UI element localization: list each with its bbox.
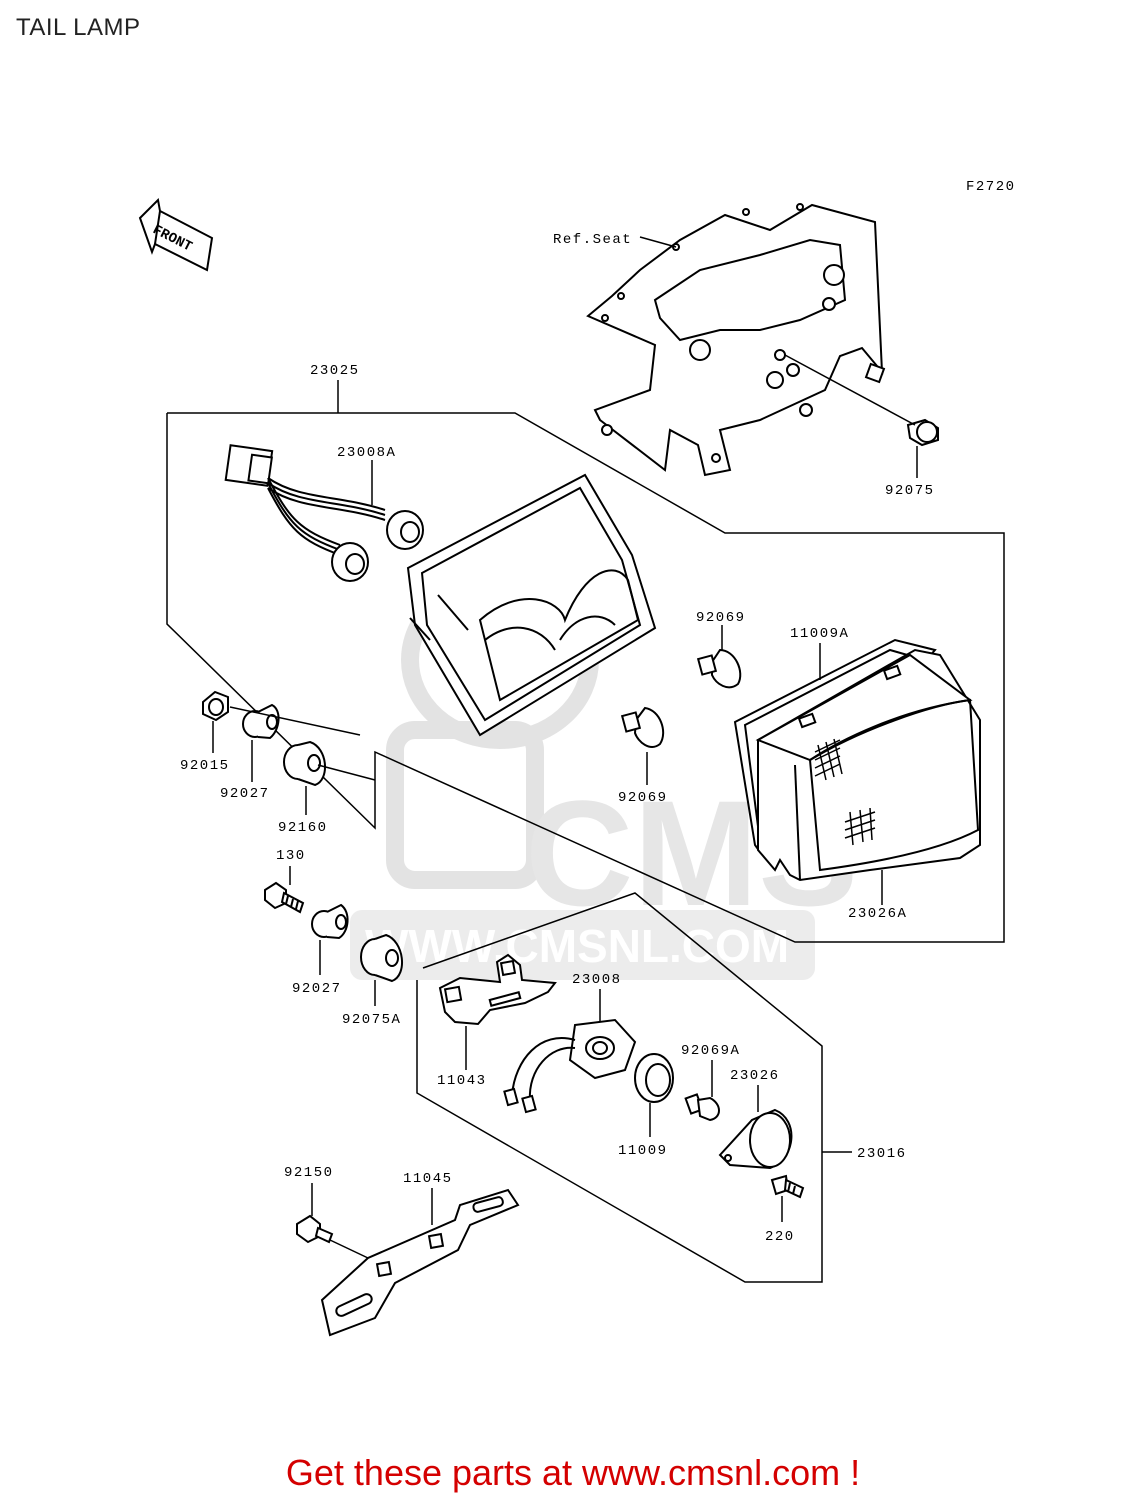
- label-92027-bottom: 92027: [292, 981, 342, 997]
- label-23025: 23025: [310, 363, 360, 379]
- part-11045-plate-bracket: [320, 1188, 520, 1337]
- assembly-outline-23016: [416, 892, 823, 1283]
- front-arrow-icon: FRONT: [138, 197, 214, 272]
- label-92160: 92160: [278, 820, 328, 836]
- label-220: 220: [765, 1229, 795, 1245]
- label-92150: 92150: [284, 1165, 334, 1181]
- label-11045: 11045: [403, 1171, 453, 1187]
- part-130-bolt: [264, 881, 305, 914]
- label-92075-top: 92075: [885, 483, 935, 499]
- part-23008-socket: [503, 1018, 637, 1114]
- watermark-logo-body: [386, 721, 544, 889]
- label-92069-top: 92069: [696, 610, 746, 626]
- part-92069-bulb-top: [696, 648, 742, 689]
- cta-text[interactable]: Get these parts at www.cmsnl.com !: [285, 1452, 861, 1493]
- label-92027-top: 92027: [220, 786, 270, 802]
- part-92075-nut: [906, 418, 939, 447]
- label-92075A: 92075A: [342, 1012, 401, 1028]
- part-92075A-grommet: [360, 933, 404, 983]
- part-92027-collar-top: [242, 703, 280, 740]
- part-92069-bulb-mid: [620, 706, 665, 748]
- watermark-url: WWW.CMSNL.COM: [365, 920, 789, 972]
- label-23008A: 23008A: [337, 445, 396, 461]
- label-11043: 11043: [437, 1073, 487, 1089]
- label-11009A: 11009A: [790, 626, 849, 642]
- part-23008A-harness: [224, 444, 424, 582]
- part-92160-grommet: [283, 740, 327, 787]
- parts-diagram: CMS WWW.CMSNL.COM F2720 FRONT Ref.Seat: [138, 179, 1016, 1337]
- part-92069A-bulb: [684, 1093, 720, 1122]
- part-23026-lens: [718, 1108, 793, 1170]
- part-92015-nut: [202, 690, 229, 722]
- label-130: 130: [276, 848, 306, 864]
- part-11009-gasket: [634, 1053, 674, 1103]
- cta-banner[interactable]: Get these parts at www.cmsnl.com !: [0, 1452, 1146, 1494]
- label-ref-seat: Ref.Seat: [553, 232, 632, 248]
- page-title: TAIL LAMP: [16, 14, 141, 41]
- label-23008: 23008: [572, 972, 622, 988]
- label-92069A: 92069A: [681, 1043, 740, 1059]
- label-23026: 23026: [730, 1068, 780, 1084]
- part-23026A-lens: [755, 648, 981, 882]
- part-220-screw: [770, 1174, 805, 1199]
- figure-code: F2720: [966, 179, 1016, 195]
- part-11043-bracket: [438, 953, 557, 1026]
- seat-bracket: [586, 203, 886, 477]
- label-23026A: 23026A: [848, 906, 907, 922]
- part-92027-collar-bottom: [311, 903, 349, 940]
- label-11009: 11009: [618, 1143, 668, 1159]
- label-92015: 92015: [180, 758, 230, 774]
- part-92150-bolt: [296, 1214, 334, 1244]
- tail-lamp-housing: [406, 473, 657, 737]
- label-92069-mid: 92069: [618, 790, 668, 806]
- label-23016: 23016: [857, 1146, 907, 1162]
